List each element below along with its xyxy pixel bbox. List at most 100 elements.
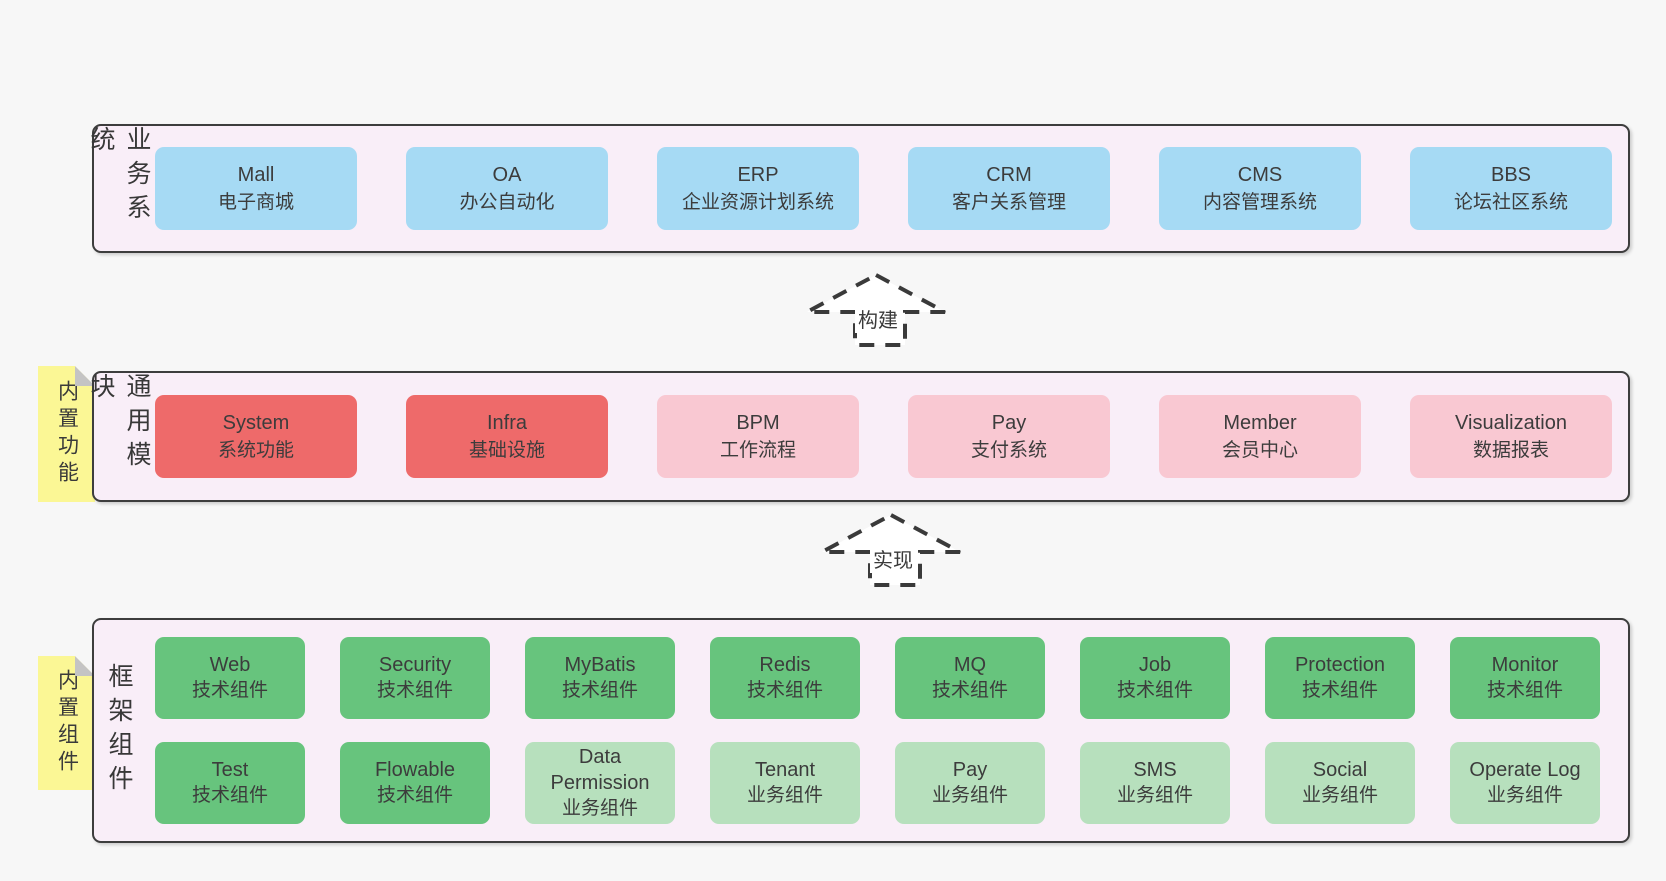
box-subtitle: 工作流程 bbox=[719, 439, 796, 461]
box-pay-module: Pay 支付系统 bbox=[908, 395, 1110, 478]
builtin-components-note-label: 内置组件 bbox=[55, 669, 79, 777]
box-subtitle: 基础设施 bbox=[468, 439, 545, 461]
box-subtitle: 客户关系管理 bbox=[951, 191, 1066, 213]
box-oa: OA 办公自动化 bbox=[406, 147, 608, 230]
box-subtitle: 技术组件 bbox=[376, 785, 453, 806]
box-subtitle: 支付系统 bbox=[970, 439, 1047, 461]
box-monitor: Monitor 技术组件 bbox=[1450, 637, 1600, 719]
business-panel-label: 业务系统 bbox=[87, 126, 151, 251]
box-title: SMS bbox=[1133, 759, 1177, 781]
box-subtitle: 业务组件 bbox=[561, 798, 638, 819]
box-subtitle: 业务组件 bbox=[1486, 785, 1563, 806]
framework-components-panel: 框架组件 Web 技术组件 Security 技术组件 MyBatis 技术组件… bbox=[92, 618, 1630, 843]
box-erp: ERP 企业资源计划系统 bbox=[657, 147, 859, 230]
box-sms: SMS 业务组件 bbox=[1080, 742, 1230, 824]
box-title: OA bbox=[492, 163, 522, 186]
box-subtitle: 技术组件 bbox=[1301, 680, 1378, 701]
box-job: Job 技术组件 bbox=[1080, 637, 1230, 719]
box-subtitle: 技术组件 bbox=[376, 680, 453, 701]
box-redis: Redis 技术组件 bbox=[710, 637, 860, 719]
box-cms: CMS 内容管理系统 bbox=[1159, 147, 1361, 230]
builtin-features-note: 内置功能 bbox=[38, 366, 95, 502]
box-title: Mall bbox=[237, 163, 275, 186]
build-arrow-label: 构建 bbox=[855, 304, 901, 333]
box-title: Monitor bbox=[1491, 654, 1559, 676]
box-title: Flowable bbox=[374, 759, 456, 781]
box-visualization: Visualization 数据报表 bbox=[1410, 395, 1612, 478]
box-tenant: Tenant 业务组件 bbox=[710, 742, 860, 824]
box-title: BPM bbox=[736, 411, 780, 434]
box-subtitle: 企业资源计划系统 bbox=[681, 191, 834, 213]
box-member: Member 会员中心 bbox=[1159, 395, 1361, 478]
box-title: Operate Log bbox=[1469, 759, 1581, 781]
box-title: Infra bbox=[486, 411, 528, 434]
business-panel-label-text: 业务系统 bbox=[87, 126, 151, 228]
box-subtitle: 办公自动化 bbox=[459, 191, 555, 213]
box-title: Visualization bbox=[1455, 411, 1567, 434]
box-title: Security bbox=[378, 654, 452, 676]
box-infra: Infra 基础设施 bbox=[406, 395, 608, 478]
implement-arrow-label: 实现 bbox=[870, 544, 916, 573]
common-modules-panel: 通用模块 System 系统功能 Infra 基础设施 BPM 工作流程 Pay… bbox=[87, 371, 1630, 502]
framework-panel-label: 框架组件 bbox=[94, 620, 144, 841]
box-title: Redis bbox=[759, 654, 811, 676]
box-protection: Protection 技术组件 bbox=[1265, 637, 1415, 719]
box-web: Web 技术组件 bbox=[155, 637, 305, 719]
box-subtitle: 技术组件 bbox=[746, 680, 823, 701]
box-test: Test 技术组件 bbox=[155, 742, 305, 824]
modules-panel-label-text: 通用模块 bbox=[87, 373, 151, 475]
box-title: Web bbox=[209, 654, 251, 676]
box-subtitle: 论坛社区系统 bbox=[1453, 191, 1568, 213]
box-operate-log: Operate Log 业务组件 bbox=[1450, 742, 1600, 824]
box-mall: Mall 电子商城 bbox=[155, 147, 357, 230]
box-title: Test bbox=[211, 759, 249, 781]
box-title: CMS bbox=[1237, 163, 1283, 186]
box-bbs: BBS 论坛社区系统 bbox=[1410, 147, 1612, 230]
box-title: MQ bbox=[953, 654, 987, 676]
box-title: Data Permission bbox=[550, 746, 650, 794]
box-title: CRM bbox=[986, 163, 1032, 186]
box-mybatis: MyBatis 技术组件 bbox=[525, 637, 675, 719]
box-subtitle: 业务组件 bbox=[746, 785, 823, 806]
box-title: Member bbox=[1223, 411, 1297, 434]
box-title: Tenant bbox=[754, 759, 816, 781]
box-subtitle: 技术组件 bbox=[931, 680, 1008, 701]
box-title: Protection bbox=[1294, 654, 1386, 676]
box-subtitle: 系统功能 bbox=[217, 439, 294, 461]
framework-row-1: Web 技术组件 Security 技术组件 MyBatis 技术组件 Redi… bbox=[155, 637, 1618, 719]
box-subtitle: 内容管理系统 bbox=[1202, 191, 1317, 213]
builtin-components-note: 内置组件 bbox=[38, 656, 95, 790]
box-bpm: BPM 工作流程 bbox=[657, 395, 859, 478]
box-pay-component: Pay 业务组件 bbox=[895, 742, 1045, 824]
box-security: Security 技术组件 bbox=[340, 637, 490, 719]
box-subtitle: 电子商城 bbox=[217, 191, 294, 213]
box-data-permission: Data Permission 业务组件 bbox=[525, 742, 675, 824]
implement-arrow: 实现 bbox=[813, 508, 973, 588]
box-title: Pay bbox=[991, 411, 1027, 434]
box-social: Social 业务组件 bbox=[1265, 742, 1415, 824]
box-subtitle: 数据报表 bbox=[1472, 439, 1549, 461]
box-title: Social bbox=[1312, 759, 1368, 781]
box-subtitle: 技术组件 bbox=[191, 785, 268, 806]
business-boxes-row: Mall 电子商城 OA 办公自动化 ERP 企业资源计划系统 CRM 客户关系… bbox=[144, 126, 1628, 251]
box-subtitle: 技术组件 bbox=[1116, 680, 1193, 701]
box-subtitle: 业务组件 bbox=[1116, 785, 1193, 806]
box-subtitle: 技术组件 bbox=[191, 680, 268, 701]
framework-row-2: Test 技术组件 Flowable 技术组件 Data Permission … bbox=[155, 742, 1618, 824]
box-subtitle: 技术组件 bbox=[1486, 680, 1563, 701]
box-mq: MQ 技术组件 bbox=[895, 637, 1045, 719]
box-subtitle: 业务组件 bbox=[931, 785, 1008, 806]
business-systems-panel: 业务系统 Mall 电子商城 OA 办公自动化 ERP 企业资源计划系统 CRM… bbox=[87, 124, 1630, 253]
builtin-features-note-label: 内置功能 bbox=[55, 380, 79, 488]
box-crm: CRM 客户关系管理 bbox=[908, 147, 1110, 230]
box-title: ERP bbox=[737, 163, 779, 186]
framework-boxes-grid: Web 技术组件 Security 技术组件 MyBatis 技术组件 Redi… bbox=[144, 620, 1628, 841]
framework-panel-label-text: 框架组件 bbox=[105, 662, 133, 799]
modules-boxes-row: System 系统功能 Infra 基础设施 BPM 工作流程 Pay 支付系统… bbox=[144, 373, 1628, 500]
box-title: Job bbox=[1138, 654, 1172, 676]
box-title: Pay bbox=[952, 759, 988, 781]
box-title: System bbox=[222, 411, 290, 434]
box-flowable: Flowable 技术组件 bbox=[340, 742, 490, 824]
box-subtitle: 技术组件 bbox=[561, 680, 638, 701]
build-arrow: 构建 bbox=[798, 268, 958, 348]
